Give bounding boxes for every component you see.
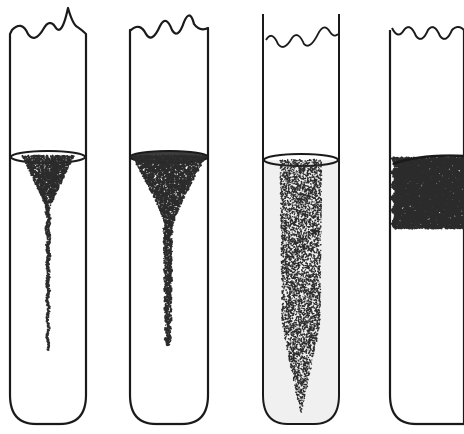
growth-1-stipple xyxy=(21,154,74,351)
tube-1 xyxy=(10,8,86,424)
tube-4 xyxy=(390,27,464,424)
tube-1-growth xyxy=(21,154,74,351)
growth-4-stipple xyxy=(390,156,464,229)
tube-3 xyxy=(263,10,339,424)
tube-4-rim xyxy=(392,27,464,39)
tube-2-growth xyxy=(131,154,206,346)
tube-4-growth xyxy=(390,156,464,230)
tube-3-rim xyxy=(266,27,338,46)
tube-2 xyxy=(130,15,208,424)
growth-2-stipple xyxy=(131,154,206,346)
